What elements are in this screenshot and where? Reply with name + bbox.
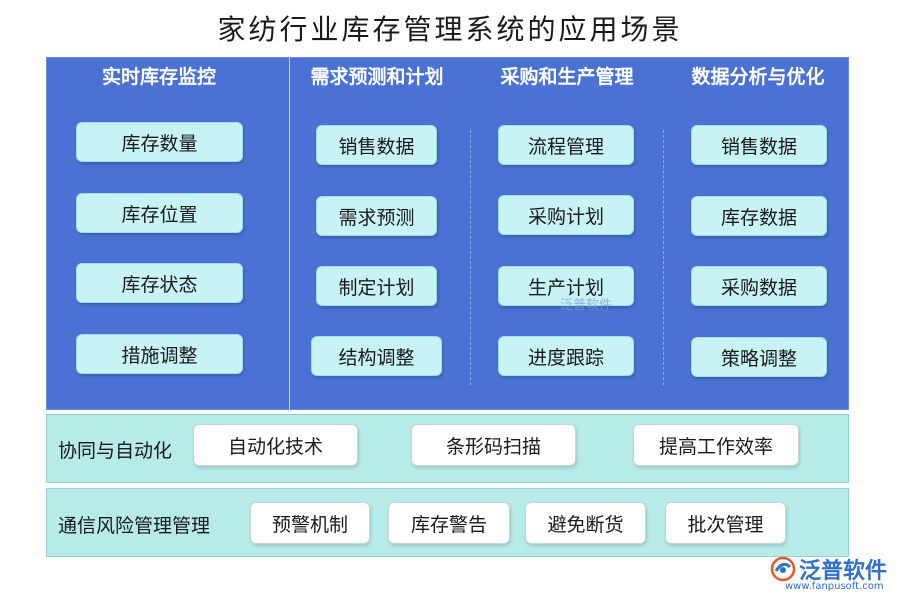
node-batch-management[interactable]: 批次管理 [665,502,786,544]
fanpu-logo-icon [770,556,796,582]
node-avoid-stockout[interactable]: 避免断货 [525,502,646,544]
node-sales-data-analysis[interactable]: 销售数据 [691,125,827,165]
watermark: 泛普软件 [560,298,613,313]
node-inventory-warning[interactable]: 库存警告 [388,502,510,544]
node-progress-tracking[interactable]: 进度跟踪 [498,336,634,376]
node-structure-adjust[interactable]: 结构调整 [311,336,442,376]
node-inventory-location[interactable]: 库存位置 [76,193,243,233]
node-make-plan[interactable]: 制定计划 [316,266,437,306]
node-process-management[interactable]: 流程管理 [498,125,634,165]
column-divider-dashed [663,130,664,385]
node-automation-tech[interactable]: 自动化技术 [193,424,358,466]
page-title: 家纺行业库存管理系统的应用场景 [217,13,683,46]
node-strategy-adjust[interactable]: 策略调整 [691,337,827,377]
brand-logo: 泛普软件 [770,553,887,585]
brand-url: www.fanpusoft.com [785,581,884,592]
node-production-plan[interactable]: 生产计划 [498,266,634,306]
node-sales-data[interactable]: 销售数据 [316,125,437,165]
node-purchase-plan[interactable]: 采购计划 [498,195,634,235]
node-inventory-data[interactable]: 库存数据 [691,196,827,236]
column-heading-analysis: 数据分析与优化 [691,66,825,88]
column-divider [289,57,290,410]
node-demand-forecast[interactable]: 需求预测 [316,196,437,236]
column-divider-dashed [470,130,471,385]
node-measure-adjust[interactable]: 措施调整 [76,334,243,374]
node-purchase-data[interactable]: 采购数据 [691,266,827,306]
node-barcode-scan[interactable]: 条形码扫描 [411,424,576,466]
node-improve-efficiency[interactable]: 提高工作效率 [633,424,799,466]
band-label-risk-management: 通信风险管理管理 [58,515,211,537]
column-heading-monitoring: 实时库存监控 [101,66,216,88]
column-heading-forecast: 需求预测和计划 [310,66,444,88]
column-heading-procurement: 采购和生产管理 [500,66,634,88]
node-inventory-quantity[interactable]: 库存数量 [76,122,243,162]
node-alert-mechanism[interactable]: 预警机制 [250,502,370,544]
node-inventory-status[interactable]: 库存状态 [76,263,243,303]
brand-name: 泛普软件 [799,559,888,584]
band-label-collaboration: 协同与自动化 [58,440,173,462]
